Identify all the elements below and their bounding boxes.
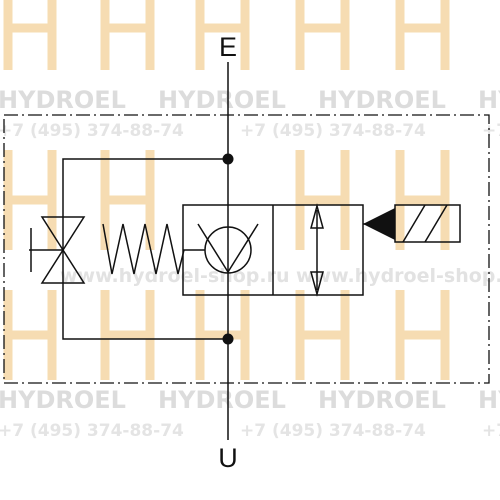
watermark-phone: +7 (495) 374-88-74 <box>482 121 500 141</box>
watermark-phone: +7 (495) 374-88-74 <box>0 121 184 141</box>
watermark-brand: HYDROEL <box>478 386 500 414</box>
watermark-brand: HYDROEL <box>478 86 500 114</box>
watermark-brand: HYDROEL <box>0 86 126 114</box>
component-boundary <box>3 114 490 384</box>
watermark-phone: +7 (495) 374-88-74 <box>240 421 426 441</box>
watermark-brand: HYDROEL <box>0 386 126 414</box>
watermark-phone: +7 (495) 374-88-74 <box>482 421 500 441</box>
watermark-phone: +7 (495) 374-88-74 <box>240 121 426 141</box>
solenoid-actuator <box>363 204 461 243</box>
port-label-u: U <box>218 443 238 473</box>
watermark-brand: HYDROEL <box>158 86 286 114</box>
watermark-brand: HYDROEL <box>318 86 446 114</box>
watermark-phone: +7 (495) 374-88-74 <box>0 421 184 441</box>
watermark-logo-row-mid <box>3 150 450 250</box>
watermark-layer: HYDROEL HYDROEL HYDROEL HYDROEL +7 (495)… <box>0 0 500 441</box>
watermark-logo-row-top <box>3 0 450 70</box>
watermark-logo-row-low <box>3 290 450 380</box>
flow-arrow-icon <box>310 203 324 297</box>
spring-icon <box>102 223 205 275</box>
restrictor-symbol <box>29 216 86 284</box>
port-label-e: E <box>219 32 237 62</box>
watermark-url: www.hydroel-shop.ru <box>296 265 500 287</box>
watermark-brand: HYDROEL <box>318 386 446 414</box>
watermark-brand: HYDROEL <box>158 386 286 414</box>
valve-body <box>182 204 364 296</box>
check-valve-icon <box>197 223 259 274</box>
watermark-url: www.hydroel-shop.ru <box>60 265 289 287</box>
